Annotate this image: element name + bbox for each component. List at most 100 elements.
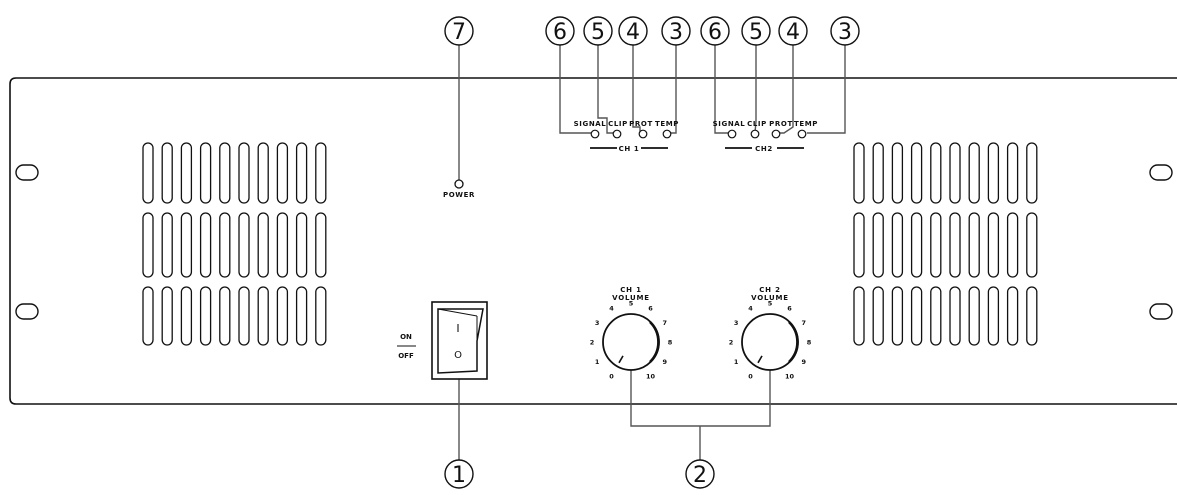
callout-1: 1	[444, 459, 474, 489]
knob1-pointer	[618, 355, 624, 364]
knob1-scale-label: 10	[646, 372, 656, 380]
svg-text:7: 7	[452, 20, 466, 45]
ch2-prot-label: PROT	[769, 120, 793, 128]
ch2-clip-label: CLIP	[747, 120, 767, 128]
vent-slot-left	[219, 212, 231, 278]
vent-slot-left	[295, 286, 308, 346]
vent-slot-right	[872, 142, 884, 204]
knob1-scale-label: 2	[590, 339, 595, 347]
vent-slot-right	[987, 142, 1000, 204]
knob2-scale-label: 1	[734, 358, 739, 366]
callout-6-ch1: 6	[545, 16, 575, 46]
vent-slot-right	[872, 212, 884, 278]
vent-slot-right	[949, 212, 961, 278]
vent-slot-left	[257, 142, 269, 204]
vent-slot-left	[238, 142, 250, 204]
ch1-group-label: CH 1	[619, 145, 640, 153]
vent-slot-left	[276, 142, 289, 204]
svg-text:1: 1	[452, 463, 466, 488]
ch2-group-label: CH2	[755, 145, 773, 153]
vent-slot-left	[315, 286, 327, 346]
callout-6-ch2: 6	[700, 16, 730, 46]
switch-on-symbol: I	[456, 322, 459, 335]
power-label: POWER	[443, 191, 475, 199]
vent-slot-right	[1006, 142, 1019, 204]
vent-slot-right	[891, 212, 904, 278]
switch-off-symbol: O	[454, 350, 462, 361]
ch1-clip-label: CLIP	[608, 120, 628, 128]
vent-slot-left	[161, 212, 173, 278]
power-switch[interactable]: I O	[431, 301, 488, 380]
vent-slot-right	[930, 142, 942, 204]
vent-slot-right	[968, 286, 980, 346]
vent-slot-left	[142, 142, 154, 204]
vent-slot-left	[142, 212, 154, 278]
knob1-scale-label: 4	[609, 305, 614, 313]
knob2-scale-label: 4	[748, 305, 753, 313]
knob1-scale-label: 3	[595, 319, 600, 327]
vent-grilles	[142, 142, 1038, 346]
knob1-scale-label: 7	[663, 319, 668, 327]
vent-slot-left	[238, 286, 250, 346]
vent-slot-right	[1026, 212, 1038, 278]
svg-text:5: 5	[591, 20, 605, 45]
vent-slot-right	[891, 286, 904, 346]
vent-slot-left	[142, 286, 154, 346]
knob1-scale-label: 6	[648, 305, 653, 313]
vent-slot-left	[295, 142, 308, 204]
ch1-knob-title: CH 1	[620, 286, 642, 294]
vent-slot-right	[891, 142, 904, 204]
ch2-knob-volume-label: VOLUME	[751, 294, 789, 302]
callout-4-ch1: 4	[618, 16, 648, 46]
ch2-clip-led	[750, 129, 760, 139]
vent-slot-right	[853, 212, 865, 278]
vent-slot-right	[1006, 212, 1019, 278]
vent-slot-right	[910, 212, 923, 278]
callout-2: 2	[685, 459, 715, 489]
vent-slot-right	[1006, 286, 1019, 346]
vent-slot-left	[276, 212, 289, 278]
vent-slot-left	[199, 286, 212, 346]
vent-slot-left	[257, 286, 269, 346]
switch-on-label: ON	[400, 333, 412, 341]
vent-slot-left	[219, 286, 231, 346]
vent-slot-right	[853, 142, 865, 204]
svg-text:6: 6	[553, 20, 567, 45]
vent-slot-left	[257, 212, 269, 278]
vent-slot-right	[968, 212, 980, 278]
knob1-scale-label: 1	[595, 358, 600, 366]
vent-slot-right	[949, 142, 961, 204]
knob1-scale-label: 5	[629, 300, 634, 308]
ch1-clip-led	[612, 129, 622, 139]
vent-slot-right	[1026, 286, 1038, 346]
callout-7: 7	[444, 16, 474, 46]
svg-text:4: 4	[786, 20, 800, 45]
ch2-temp-led	[797, 129, 807, 139]
vent-slot-left	[238, 212, 250, 278]
ch1-prot-label: PROT	[629, 120, 653, 128]
svg-text:2: 2	[693, 463, 707, 488]
vent-slot-right	[1026, 142, 1038, 204]
vent-slot-right	[968, 142, 980, 204]
vent-slot-left	[180, 212, 193, 278]
svg-text:5: 5	[749, 20, 763, 45]
ch2-signal-led	[727, 129, 737, 139]
knob2-scale-label: 3	[734, 319, 739, 327]
callout-3-ch1: 3	[661, 16, 691, 46]
vent-slot-left	[295, 212, 308, 278]
knob2-pointer	[757, 355, 763, 364]
vent-slot-left	[199, 142, 212, 204]
svg-text:3: 3	[669, 20, 683, 45]
knob2-scale-label: 2	[729, 339, 734, 347]
callout-4-ch2: 4	[778, 16, 808, 46]
knob2-scale-label: 6	[787, 305, 792, 313]
mount-slot-left-top	[15, 164, 39, 181]
ch1-signal-led	[590, 129, 600, 139]
power-led	[454, 179, 464, 189]
ch1-signal-label: SIGNAL	[574, 120, 607, 128]
vent-slot-right	[930, 212, 942, 278]
callout-3-ch2: 3	[830, 16, 860, 46]
